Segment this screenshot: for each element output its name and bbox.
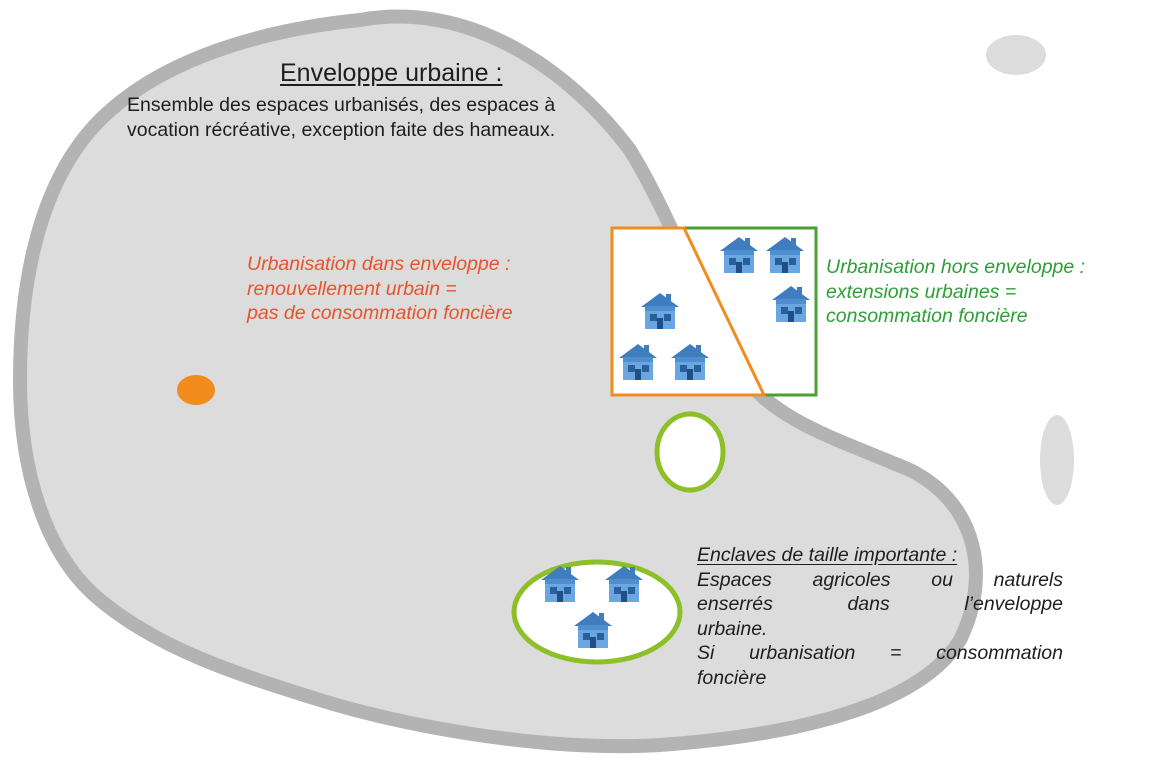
enclave-small-ring [654, 411, 726, 493]
enclave-line: enserrés dans l’enveloppe [697, 593, 1063, 616]
envelope-definition: Ensemble des espaces urbanisés, des espa… [127, 93, 717, 144]
inside-label-line: pas de consommation foncière [247, 302, 513, 325]
outside-label-line: Urbanisation hors enveloppe : [826, 256, 1086, 278]
inside-label-line: Urbanisation dans enveloppe : [247, 253, 511, 275]
envelope-title: Enveloppe urbaine : [280, 59, 503, 87]
outside-label-line: extensions urbaines = [826, 280, 1017, 303]
definition-line: vocation récréative, exception faite des… [127, 119, 556, 142]
outside-envelope-label: Urbanisation hors enveloppe : extensions… [826, 255, 1085, 329]
definition-line: Ensemble des espaces urbanisés, des espa… [127, 94, 556, 116]
enclave-label: Enclaves de taille importante : Espaces … [697, 543, 1063, 690]
inside-envelope-label: Urbanisation dans enveloppe : renouvelle… [247, 252, 513, 326]
enclave-line: Espaces agricoles ou naturels [697, 568, 1063, 591]
hamlet-top-right-shape [986, 35, 1046, 75]
enclave-heading: Enclaves de taille importante : [697, 544, 958, 566]
enclave-line: Si urbanisation = consommation [697, 642, 1063, 665]
outside-label-line: consommation foncière [826, 305, 1028, 328]
orange-marker [177, 375, 215, 405]
enclave-line: urbaine. [697, 617, 768, 640]
enclave-line: foncière [697, 666, 767, 689]
inside-label-line: renouvellement urbain = [247, 277, 457, 300]
hamlet-right-shape [1040, 415, 1074, 505]
